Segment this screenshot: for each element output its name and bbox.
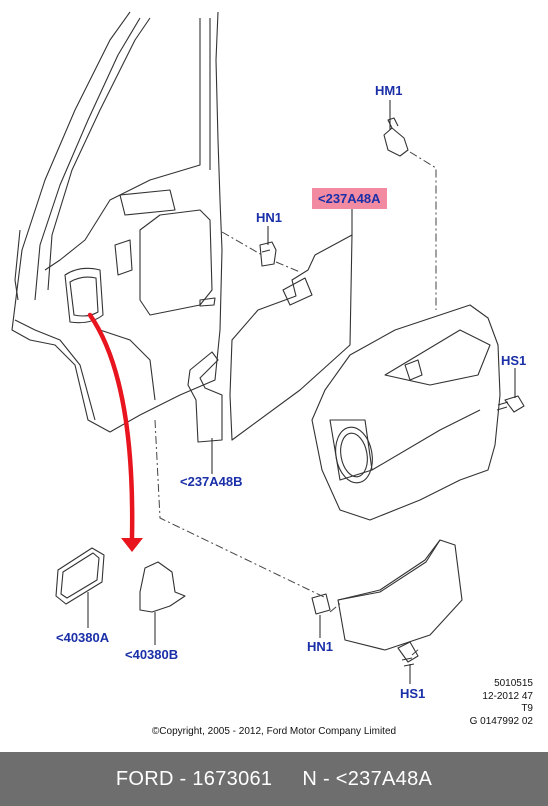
- callout-hm1: HM1: [375, 83, 403, 98]
- callout-hn1-top: HN1: [256, 210, 283, 225]
- callout-40380a: <40380A: [56, 630, 110, 645]
- leader-lines: [154, 151, 437, 656]
- hs1-screw-right: [496, 395, 525, 413]
- seal-part-b: [187, 351, 223, 443]
- meta-line-3: T9: [521, 703, 533, 714]
- meta-line-4: G 0147992 02: [469, 715, 533, 727]
- lower-pocket: [337, 539, 463, 651]
- footer-ref: N - <237A48A: [302, 767, 433, 790]
- copyright-text: ©Copyright, 2005 - 2012, Ford Motor Comp…: [151, 726, 397, 737]
- meta-line-2: 12-2012 47: [482, 690, 533, 702]
- callout-part-b: <237A48B: [180, 474, 243, 489]
- footer-bar: FORD - 1673061 N - <237A48A: [0, 752, 548, 806]
- parts-diagram: [11, 11, 525, 684]
- callout-40380b: <40380B: [125, 647, 179, 662]
- hm1-pushpin: [383, 117, 409, 157]
- red-arrow: [87, 312, 143, 552]
- callout-hn1-bottom: HN1: [307, 639, 334, 654]
- hn1-clip-bottom: [311, 593, 331, 615]
- callout-hs1-right: HS1: [501, 353, 527, 368]
- callout-leaders: [87, 100, 516, 684]
- footer-brand-part: FORD - 1673061: [115, 767, 273, 790]
- meta-line-1: 5010515: [494, 678, 533, 689]
- hn1-clip-top: [259, 241, 277, 267]
- cover-40380a: [55, 547, 105, 605]
- watershield-part: [229, 234, 353, 441]
- callout-main-part: <237A48A: [312, 188, 387, 209]
- hs1-screw-bottom: [397, 641, 419, 667]
- drawing-meta: 5010515 12-2012 47 T9 G 0147992 02: [470, 678, 533, 728]
- door-frame: [11, 11, 223, 433]
- callout-hs1-bottom: HS1: [400, 686, 426, 701]
- cover-40380b: [139, 561, 186, 613]
- door-trim-panel: [311, 304, 501, 521]
